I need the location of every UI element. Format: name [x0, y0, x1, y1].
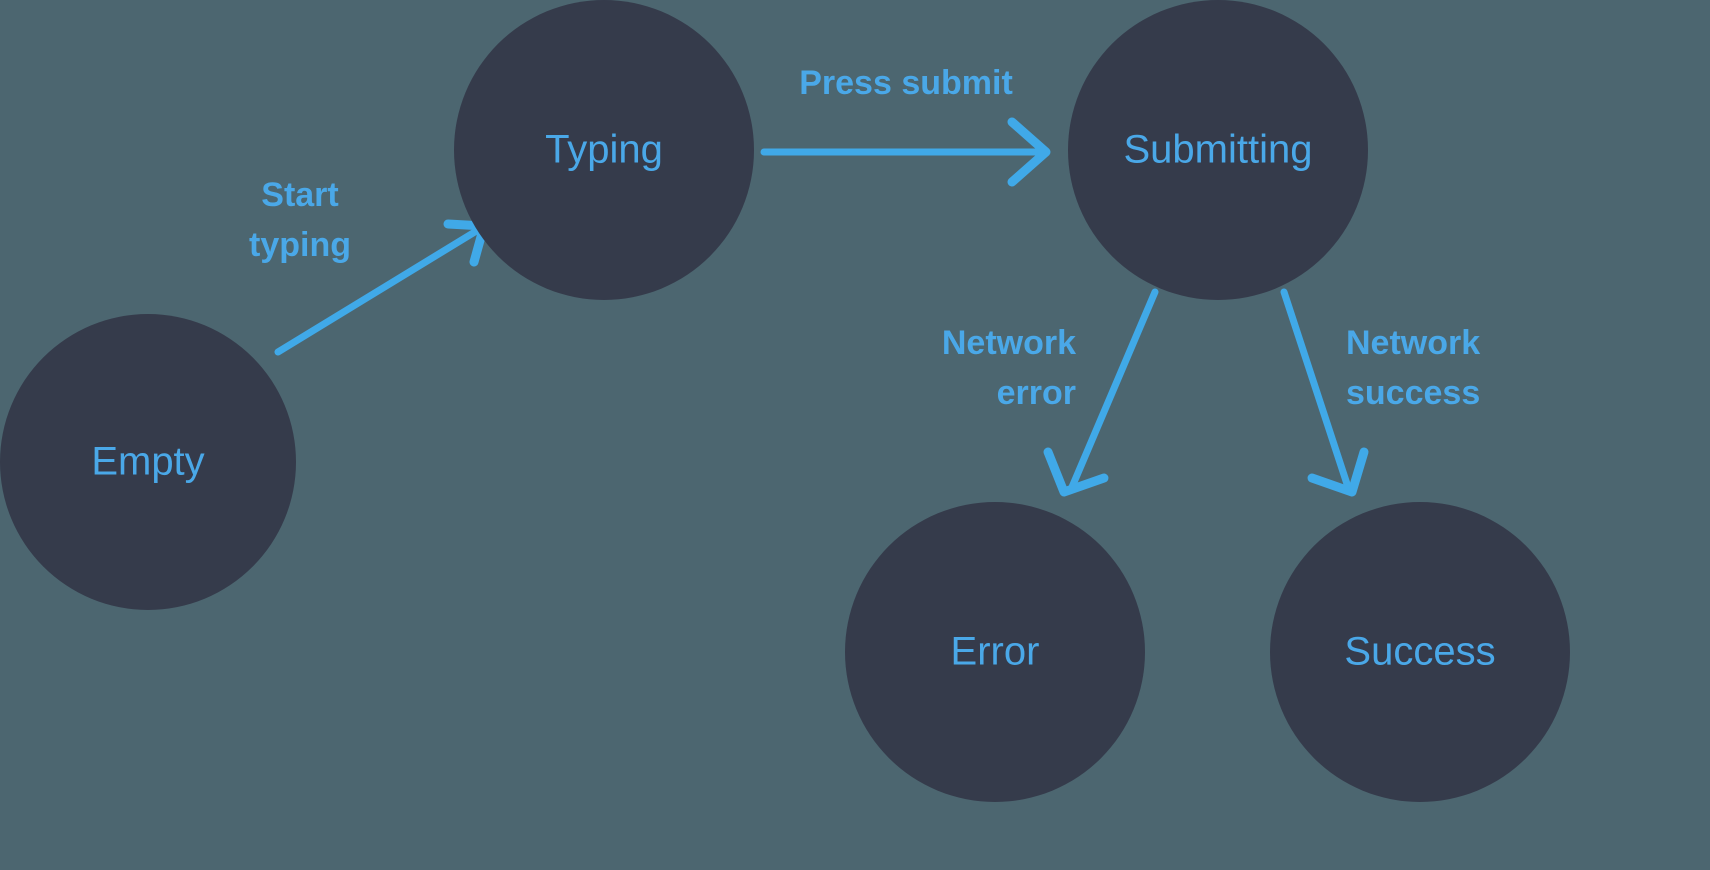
state-node-success[interactable]: Success — [1270, 502, 1570, 802]
transition-line-start-typing — [274, 226, 482, 356]
transition-label-line: typing — [249, 226, 351, 264]
state-label-typing: Typing — [545, 128, 663, 172]
transition-network-success: Network success — [1280, 288, 1480, 497]
arrowhead-icon — [1043, 447, 1109, 497]
transition-label-network-success: Network success — [1346, 324, 1480, 412]
state-node-error[interactable]: Error — [845, 502, 1145, 802]
transition-network-error: Network error — [942, 288, 1159, 497]
state-circle-success[interactable] — [1270, 502, 1570, 802]
state-node-submitting[interactable]: Submitting — [1068, 0, 1368, 300]
transition-press-submit: Press submit — [760, 64, 1051, 187]
state-label-empty: Empty — [91, 440, 204, 484]
transition-label-line: Start — [261, 176, 338, 214]
state-circle-error[interactable] — [845, 502, 1145, 802]
state-label-success: Success — [1344, 630, 1495, 674]
state-node-typing[interactable]: Typing — [454, 0, 754, 300]
state-label-error: Error — [951, 630, 1040, 674]
state-circle-typing[interactable] — [454, 0, 754, 300]
transition-label-line: Press submit — [799, 64, 1013, 102]
state-circle-empty[interactable] — [0, 314, 296, 610]
arrowhead-icon — [1307, 447, 1369, 497]
state-node-empty[interactable]: Empty — [0, 314, 296, 610]
transition-label-network-error: Network error — [942, 324, 1076, 412]
transition-start-typing: Start typing — [249, 176, 489, 356]
transition-label-press-submit: Press submit — [799, 64, 1013, 102]
state-label-submitting: Submitting — [1124, 128, 1313, 172]
transition-line-network-error — [1068, 288, 1159, 491]
transition-label-line: error — [997, 374, 1076, 412]
transition-label-start-typing: Start typing — [249, 176, 351, 264]
transition-label-line: success — [1346, 374, 1480, 412]
arrowhead-icon — [1007, 117, 1051, 187]
state-circle-submitting[interactable] — [1068, 0, 1368, 300]
transition-label-line: Network — [942, 324, 1076, 362]
transition-label-line: Network — [1346, 324, 1480, 362]
transition-line-network-success — [1280, 288, 1352, 491]
